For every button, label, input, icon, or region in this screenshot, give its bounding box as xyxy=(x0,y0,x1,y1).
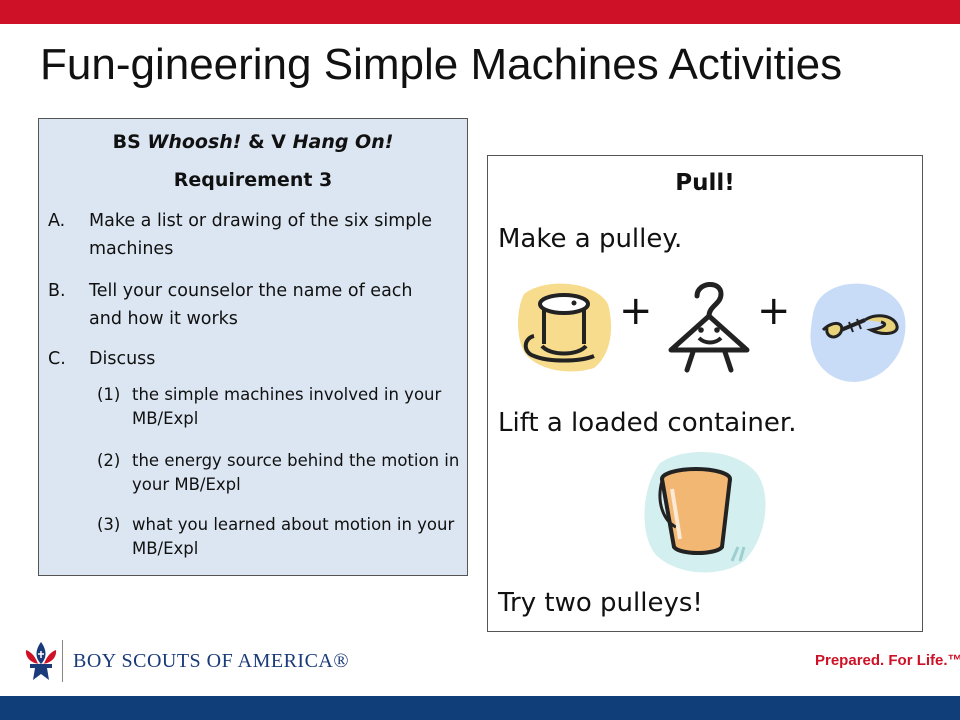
top-red-bar xyxy=(0,0,960,24)
bucket-icon xyxy=(644,451,766,573)
instruction-make-pulley: Make a pulley. xyxy=(498,224,683,254)
instruction-try-two-pulleys: Try two pulleys! xyxy=(498,588,703,618)
tagline: Prepared. For Life.™ xyxy=(815,652,960,669)
activity-panel: Pull! Make a pulley. + + Lift a loaded c… xyxy=(487,155,923,632)
bottom-navy-bar xyxy=(0,696,960,720)
bsa-fleur-de-lis-icon xyxy=(25,642,57,680)
thread-spool-icon xyxy=(518,283,612,372)
rope-icon xyxy=(810,283,906,382)
activity-heading: Pull! xyxy=(675,170,735,196)
slide-title: Fun-gineering Simple Machines Activities xyxy=(40,40,843,89)
plus-sign: + xyxy=(757,288,791,334)
org-name: BOY SCOUTS OF AMERICA® xyxy=(73,650,350,672)
requirements-panel: BS Whoosh! & V Hang On! Requirement 3 A.… xyxy=(38,118,468,576)
requirement-number: Requirement 3 xyxy=(173,169,333,191)
instruction-lift-container: Lift a loaded container. xyxy=(498,408,797,438)
plus-sign: + xyxy=(619,288,653,334)
coat-hanger-icon xyxy=(668,282,750,373)
logo-divider xyxy=(62,640,63,682)
panel-heading: BS Whoosh! & V Hang On! xyxy=(112,131,394,153)
